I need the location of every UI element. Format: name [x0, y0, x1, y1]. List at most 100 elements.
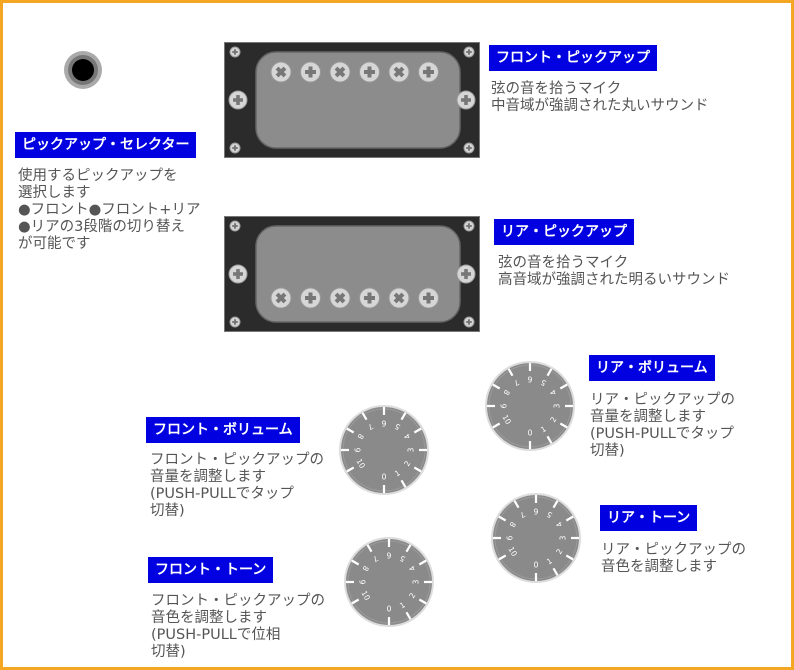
knob-scale-label: 1 [398, 600, 407, 610]
knob-scale-label: 9 [353, 448, 362, 453]
mount-screw-icon [456, 90, 476, 110]
knob-scale-label: 2 [407, 591, 417, 600]
knob-tick [346, 466, 355, 473]
knob-tick [507, 368, 514, 377]
knob-scale-label: 3 [412, 579, 421, 584]
rear-volume-description: リア・ピックアップの 音量を調整します (PUSH-PULLでタップ 切替) [590, 392, 735, 460]
pole-piece-icon [329, 287, 351, 309]
knob-tick [552, 500, 559, 509]
knob-scale-label: 5 [398, 553, 407, 563]
knob-scale-label: 2 [554, 547, 564, 556]
corner-screw-icon [229, 220, 241, 232]
knob-scale-label: 0 [528, 429, 533, 438]
desc-line: 切替) [151, 644, 186, 660]
knob-scale-label: 10 [500, 413, 513, 426]
knob-tick [498, 554, 507, 561]
rear-tone-description: リア・ピックアップの 音色を調整します [601, 542, 746, 576]
desc-line: 高音域が強調された明るいサウンド [498, 272, 730, 288]
mount-screw-icon [228, 264, 248, 284]
knob-scale-label: 6 [527, 375, 532, 384]
rear-volume-title: リア・ボリューム [589, 355, 715, 381]
knob-tick [418, 559, 427, 566]
knob-scale-label: 0 [382, 473, 387, 482]
knob-scale-label: 7 [371, 554, 380, 564]
desc-line: 音色を調整します [151, 610, 267, 626]
knob-tick [418, 598, 427, 605]
knob-scale-label: 8 [355, 432, 365, 441]
knob-scale-label: 3 [559, 535, 568, 540]
pickup-selector-title: ピックアップ・セレクター [15, 132, 197, 158]
knob-tick [400, 479, 407, 488]
knob-scale-label: 9 [358, 580, 367, 585]
rear-pickup [224, 216, 480, 332]
front-tone-description: フロント・ピックアップの 音色を調整します (PUSH-PULLで位相 切替) [151, 593, 325, 661]
knob-scale-label: 1 [393, 468, 402, 478]
corner-screw-icon [463, 316, 475, 328]
pickup-selector-description: 使用するピックアップを 選択します ●フロント●フロント+リア ●リアの3段階の… [18, 168, 200, 253]
pole-piece-icon [418, 287, 439, 309]
desc-line: リア・ピックアップの [601, 542, 746, 558]
corner-screw-icon [229, 46, 241, 58]
pole-piece-icon [300, 61, 321, 83]
corner-screw-icon [463, 46, 475, 58]
knob-scale-label: 3 [407, 447, 416, 452]
knob-tick [559, 422, 568, 429]
knob-scale-label: 5 [393, 421, 402, 431]
desc-line: 切替) [150, 503, 185, 519]
knob-scale-label: 5 [539, 377, 548, 387]
desc-line: 切替) [590, 443, 625, 459]
front-pickup-description: 弦の音を拾うマイク 中音域が強調された丸いサウンド [491, 81, 709, 115]
knob-scale-label: 2 [548, 415, 558, 424]
knob-tick [346, 427, 355, 434]
pole-piece-icon [270, 61, 292, 83]
knob-scale-label: 4 [407, 564, 417, 573]
desc-line: 中音域が強調された丸いサウンド [491, 98, 709, 114]
desc-line: (PUSH-PULLでタップ [150, 486, 294, 502]
knob-scale-label: 8 [360, 564, 370, 573]
pole-piece-icon [300, 287, 321, 309]
knob-scale-label: 0 [387, 605, 392, 614]
knob-scale-label: 8 [501, 388, 511, 397]
knob-tick [405, 611, 412, 620]
knob-scale-label: 10 [354, 457, 367, 470]
desc-line: ●フロント●フロント+リア [18, 202, 201, 218]
knob-scale-label: 1 [545, 556, 554, 566]
output-jack-icon [64, 51, 102, 89]
knob-tick [498, 515, 507, 522]
pole-piece-icon [359, 61, 380, 83]
desc-line: 音色を調整します [601, 559, 717, 575]
knob-tick [546, 368, 553, 377]
front-volume-title: フロント・ボリューム [146, 417, 300, 443]
pole-piece-icon [388, 287, 410, 309]
knob-scale-label: 2 [402, 459, 412, 468]
knob-tick [351, 598, 360, 605]
knob-scale-label: 0 [534, 561, 539, 570]
pole-piece-icon [359, 287, 380, 309]
desc-line: 音量を調整します [590, 409, 706, 425]
mount-screw-icon [228, 90, 248, 110]
knob-scale-label: 9 [499, 404, 508, 409]
desc-line: 使用するピックアップを [18, 168, 178, 184]
desc-line: フロント・ピックアップの [151, 593, 325, 609]
knob-scale-label: 5 [545, 509, 554, 519]
knob-tick [546, 435, 553, 444]
knob-scale-label: 10 [359, 589, 372, 602]
desc-line: リア・ピックアップの [590, 392, 735, 408]
knob-scale-label: 4 [402, 432, 412, 441]
knob-scale-label: 6 [533, 507, 538, 516]
desc-line: 音量を調整します [150, 469, 266, 485]
knob-scale-label: 8 [507, 520, 517, 529]
front-pickup-title: フロント・ピックアップ [489, 45, 657, 71]
corner-screw-icon [463, 142, 475, 154]
knob-scale-label: 10 [506, 545, 519, 558]
corner-screw-icon [229, 142, 241, 154]
knob-tick [565, 515, 574, 522]
knob-scale-label: 6 [386, 551, 391, 560]
knob-scale-label: 3 [553, 403, 562, 408]
desc-line: (PUSH-PULLで位相 [151, 627, 281, 643]
